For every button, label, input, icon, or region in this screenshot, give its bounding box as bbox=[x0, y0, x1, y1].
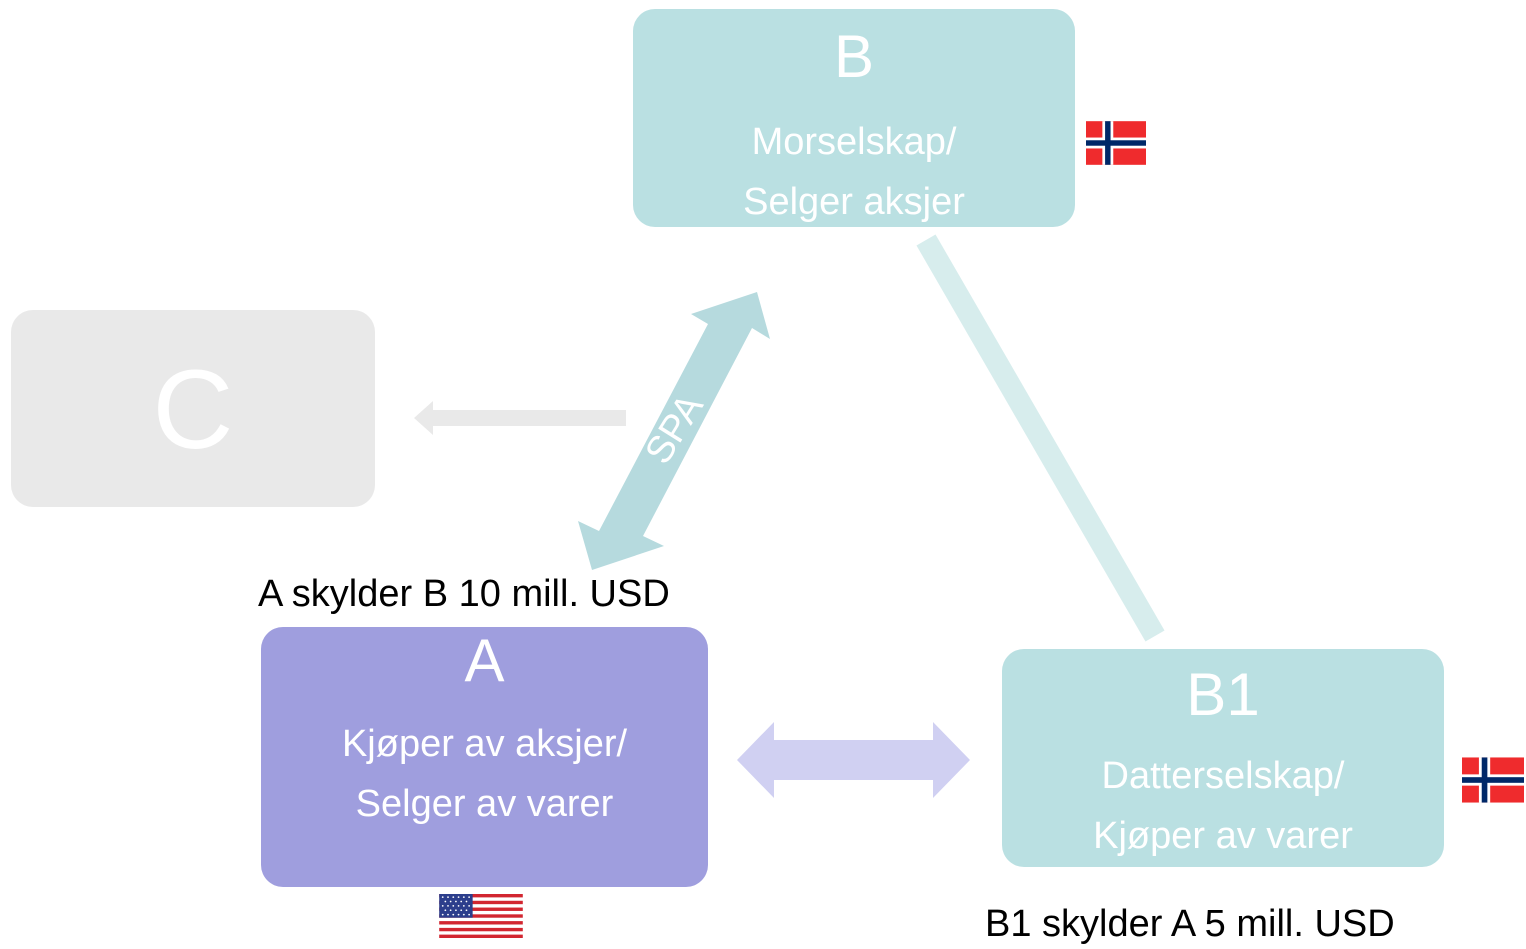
node-b1-role-line1: Datterselskap/ bbox=[1101, 755, 1345, 797]
node-a-buyer: A Kjøper av aksjer/ Selger av varer bbox=[261, 627, 708, 887]
node-b-letter: B bbox=[833, 23, 875, 90]
node-b-role-line1: Morselskap/ bbox=[751, 121, 957, 163]
node-b1-role-line2: Kjøper av varer bbox=[1093, 815, 1353, 857]
node-c-letter: C bbox=[152, 347, 234, 472]
node-a-role-line1: Kjøper av aksjer/ bbox=[341, 723, 628, 765]
node-a-role-line2: Selger av varer bbox=[355, 783, 614, 825]
usa-flag-icon bbox=[439, 894, 523, 938]
node-b1-subsidiary: B1 Datterselskap/ Kjøper av varer bbox=[1002, 649, 1444, 867]
b-to-b1-connector bbox=[916, 234, 1165, 642]
caption-a-debt: A skylder B 10 mill. USD bbox=[258, 573, 670, 615]
node-a-letter: A bbox=[464, 627, 505, 694]
arrow-to-c bbox=[414, 401, 626, 435]
node-c: C bbox=[11, 310, 375, 507]
caption-b1-debt: B1 skylder A 5 mill. USD bbox=[985, 903, 1395, 945]
a-b1-double-arrow bbox=[737, 722, 970, 798]
node-b-parent-company: B Morselskap/ Selger aksjer bbox=[633, 9, 1075, 227]
node-b1-letter: B1 bbox=[1186, 661, 1260, 728]
spa-double-arrow bbox=[578, 292, 770, 570]
norway-flag-icon bbox=[1086, 121, 1146, 165]
node-b-role-line2: Selger aksjer bbox=[743, 181, 965, 223]
norway-flag-icon bbox=[1462, 757, 1524, 803]
